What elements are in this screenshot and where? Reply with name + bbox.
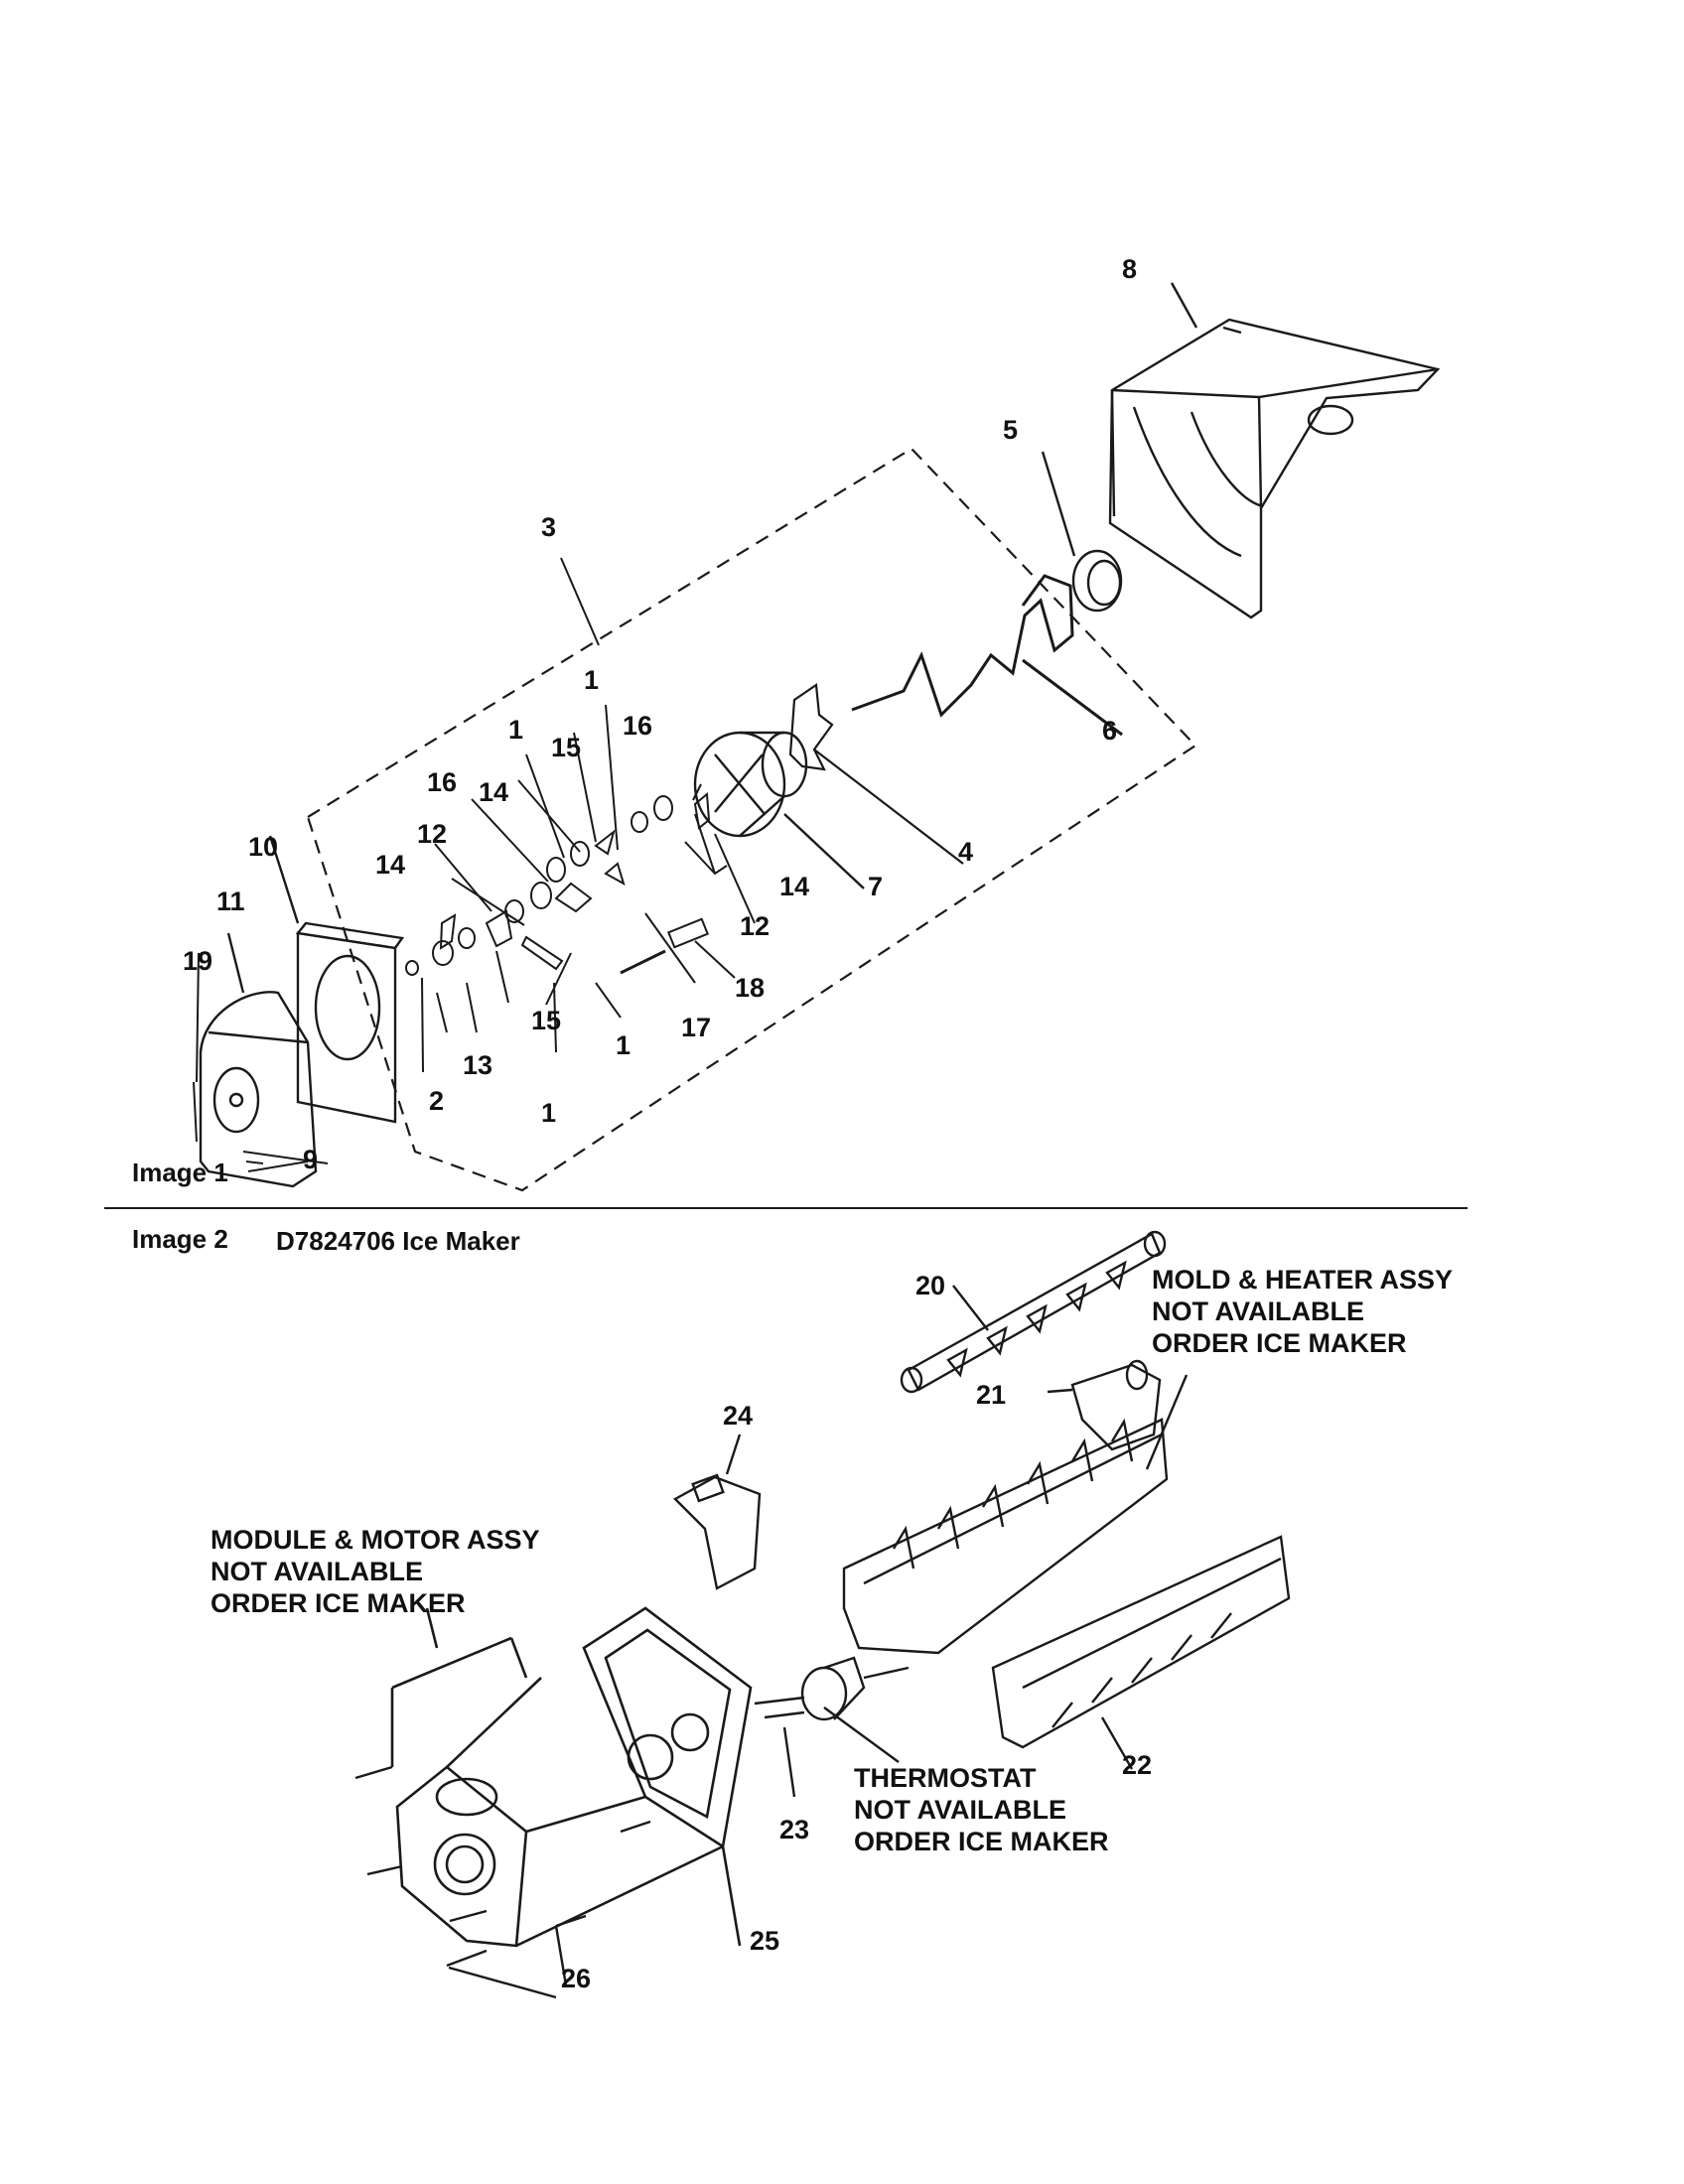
callout-14-c: 14 [375, 850, 406, 880]
housing-part-11 [199, 932, 318, 1188]
image-2-caption: Image 2 [132, 1224, 228, 1254]
callout-3: 3 [541, 512, 557, 542]
callout-24: 24 [723, 1401, 754, 1431]
drive-cup-part-7 [693, 731, 865, 889]
callout-25: 25 [750, 1926, 780, 1956]
module-note-line-3: ORDER ICE MAKER [210, 1588, 466, 1618]
screws-part-19-9 [193, 952, 329, 1172]
bracket-part-24 [673, 1433, 762, 1590]
callout-4: 4 [958, 837, 974, 867]
mold-heater-note: MOLD & HEATER ASSY NOT AVAILABLE ORDER I… [1152, 1264, 1453, 1359]
mold-note-line-2: NOT AVAILABLE [1152, 1297, 1364, 1326]
pin-part-23 [764, 1710, 805, 1798]
small-parts-cluster [405, 704, 756, 1073]
callout-23: 23 [779, 1815, 810, 1844]
callout-8: 8 [1122, 254, 1138, 284]
mold-heater-assembly [842, 1374, 1189, 1655]
callout-19: 19 [183, 946, 213, 976]
screws-part-26 [354, 1765, 651, 1999]
callout-1-b: 1 [508, 715, 524, 745]
callout-16-b: 16 [427, 767, 458, 797]
callout-1-d: 1 [541, 1098, 557, 1128]
cover-plate-part-10 [268, 835, 405, 1124]
callout-6: 6 [1102, 716, 1118, 746]
bracket-part-21 [1047, 1359, 1162, 1451]
callout-14-b: 14 [779, 872, 810, 901]
callout-26: 26 [561, 1964, 592, 1993]
thermostat-note-line-1: THERMOSTAT [854, 1763, 1037, 1793]
callout-16-a: 16 [623, 711, 653, 741]
image-1-caption: Image 1 [132, 1158, 228, 1187]
callout-21: 21 [976, 1380, 1007, 1410]
callout-22: 22 [1122, 1750, 1153, 1780]
blade-part-4 [788, 683, 964, 865]
thermostat-part [754, 1656, 910, 1763]
thermostat-note-line-3: ORDER ICE MAKER [854, 1827, 1109, 1856]
thermostat-note-line-2: NOT AVAILABLE [854, 1795, 1066, 1825]
callout-20: 20 [915, 1271, 946, 1300]
assembly-title: D7824706 Ice Maker [276, 1226, 520, 1256]
callout-15-b: 15 [531, 1006, 562, 1035]
module-note-line-2: NOT AVAILABLE [210, 1557, 423, 1586]
callout-2: 2 [429, 1086, 445, 1116]
callout-7: 7 [868, 872, 884, 901]
callout-12-a: 12 [417, 819, 448, 849]
housing-part-25 [582, 1606, 753, 1947]
ejector-part-20 [900, 1230, 1167, 1394]
shield-part-22 [991, 1535, 1291, 1770]
callout-15-a: 15 [551, 733, 582, 762]
module-note-line-1: MODULE & MOTOR ASSY [210, 1525, 540, 1555]
callout-12-b: 12 [740, 911, 771, 941]
bearing-part-5 [1041, 451, 1123, 613]
callout-14-a: 14 [479, 777, 509, 807]
module-motor-assembly [390, 1607, 724, 1948]
callout-1-a: 1 [584, 665, 600, 695]
callout-11: 11 [216, 887, 245, 916]
callout-1-c: 1 [616, 1030, 632, 1060]
callout-13: 13 [463, 1050, 493, 1080]
callout-9: 9 [303, 1145, 319, 1174]
callout-18: 18 [735, 973, 766, 1003]
mold-note-line-3: ORDER ICE MAKER [1152, 1328, 1407, 1358]
ice-bucket-part-8 [1108, 282, 1441, 619]
mold-note-line-1: MOLD & HEATER ASSY [1152, 1265, 1454, 1295]
auger-part-6 [851, 574, 1123, 737]
callout-17: 17 [681, 1013, 712, 1042]
thermostat-note: THERMOSTAT NOT AVAILABLE ORDER ICE MAKER [854, 1762, 1109, 1857]
callout-10: 10 [248, 832, 279, 862]
callout-5: 5 [1003, 415, 1019, 445]
module-motor-note: MODULE & MOTOR ASSY NOT AVAILABLE ORDER … [210, 1524, 540, 1619]
